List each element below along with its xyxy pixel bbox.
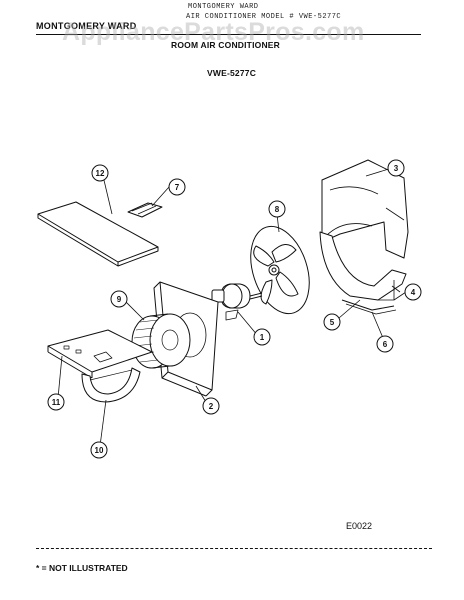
callout-8 [268,200,286,218]
part-scroll [81,367,141,403]
part-scroll-top [47,329,153,379]
callout-number: 11 [52,398,61,407]
section-title: ROOM AIR CONDITIONER [171,40,280,50]
brand-name: MONTGOMERY WARD [36,21,137,31]
callouts [47,159,422,459]
callout-4 [404,283,422,301]
part-orifice [319,231,407,301]
brand-header-line: MONTGOMERY WARD [188,3,259,11]
part-insulation-pad [37,201,159,267]
callout-7 [168,178,186,196]
callout-numbers: 1 2 3 4 5 6 7 8 9 10 11 12 [52,164,416,455]
callout-number: 8 [275,205,280,214]
callout-10 [90,441,108,459]
header-rule [36,34,421,35]
callout-number: 9 [117,295,122,304]
callout-number: 2 [209,402,214,411]
callout-2 [202,397,220,415]
callout-number: 6 [383,340,388,349]
part-motor [211,283,263,321]
callout-number: 5 [330,318,335,327]
part-bracket [127,202,163,218]
model-header-line: AIR CONDITIONER MODEL # VWE-5277C [186,13,342,21]
callout-11 [47,393,65,411]
part-base-channel [341,299,397,315]
watermark-text: AppliancePartsPros.com [62,18,365,46]
part-blower-wheel [131,313,191,369]
callout-1 [253,328,271,346]
model-code: VWE-5277C [207,68,257,78]
callout-number: 7 [175,183,180,192]
callout-number: 12 [96,169,105,178]
callout-9 [110,290,128,308]
callout-6 [376,335,394,353]
callout-3 [387,159,405,177]
callout-12 [91,164,109,182]
part-fan-blade [250,225,310,315]
not-illustrated-note: * = NOT ILLUSTRATED [36,563,128,573]
footer-rule [36,548,432,549]
callout-number: 4 [411,288,416,297]
callout-number: 1 [260,333,265,342]
callout-number: 10 [95,446,104,455]
callout-5 [323,313,341,331]
drawing-code: E0022 [346,521,373,531]
callout-number: 3 [394,164,399,173]
